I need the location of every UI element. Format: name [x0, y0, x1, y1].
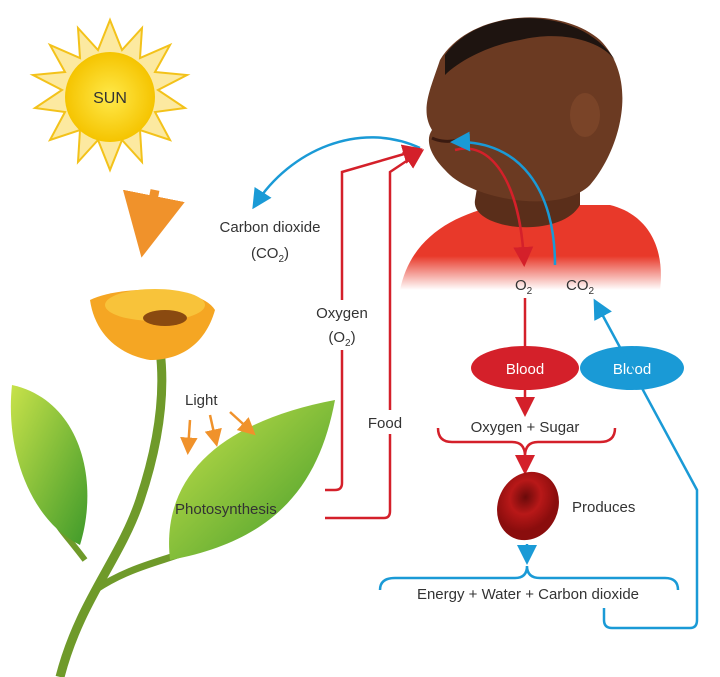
blood-red-oval — [471, 346, 579, 390]
co2-exhale-arrow — [252, 136, 421, 210]
co2-to-mouth-arrow — [450, 131, 557, 266]
outputs-brace — [378, 565, 680, 591]
blood-red-label: Blood — [506, 361, 544, 378]
hair — [445, 18, 615, 75]
co2-label: CO2 — [566, 277, 595, 297]
stem — [55, 349, 167, 677]
red-blood-cell — [497, 471, 559, 541]
plant — [10, 289, 335, 677]
co2-out-label-line2: (CO2) — [251, 245, 289, 265]
sun-disc — [65, 52, 155, 142]
head — [426, 17, 623, 202]
inputs-label: Oxygen + Sugar — [471, 419, 580, 436]
ear — [570, 93, 600, 137]
right-leaf — [169, 400, 335, 560]
left-leaf — [10, 385, 88, 545]
oxygen-flow-arrow — [325, 144, 423, 492]
outputs-label: Energy + Water + Carbon dioxide — [417, 586, 639, 603]
food-flow-arrow — [325, 149, 425, 520]
light-label: Light — [185, 392, 218, 409]
food-label: Food — [368, 415, 402, 432]
produces-label: Produces — [572, 499, 635, 516]
oxygen-label-line2: (O2) — [328, 329, 355, 349]
human — [400, 17, 661, 290]
photosynthesis-label: Photosynthesis — [175, 501, 277, 518]
light-arrows — [180, 411, 256, 455]
co2-out-label-line1: Carbon dioxide — [220, 219, 321, 236]
sun-label: SUN — [93, 90, 127, 107]
o2-label: O2 — [515, 277, 533, 297]
co2-return-arrow — [593, 298, 699, 630]
sun: SUN — [29, 17, 191, 173]
sunlight-arrow — [122, 189, 185, 258]
oxygen-label-line1: Oxygen — [316, 305, 368, 322]
